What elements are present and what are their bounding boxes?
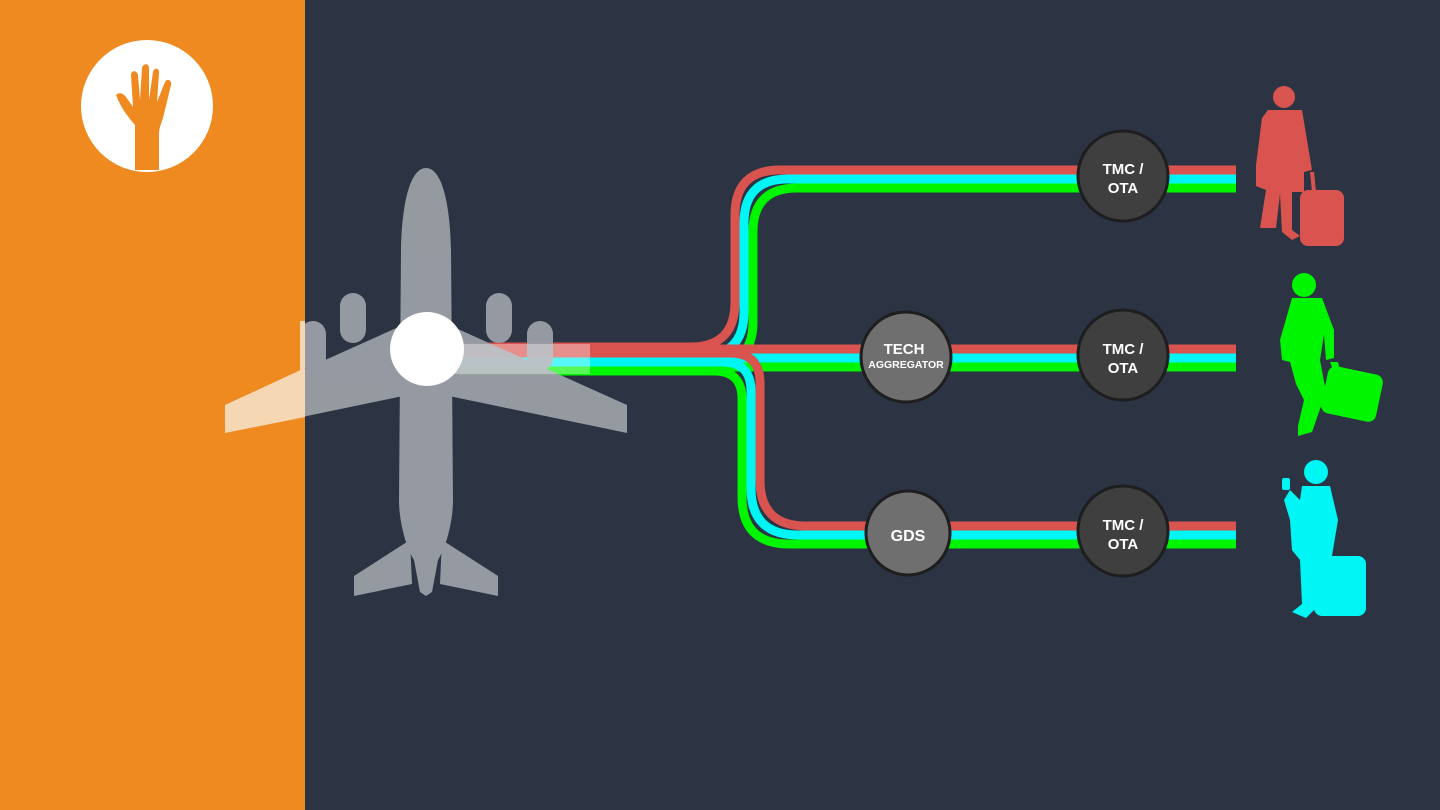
- engine-overlap: [300, 321, 305, 371]
- route-bottom-green: [460, 366, 1236, 549]
- node-tmc-top-line2: OTA: [1108, 180, 1139, 197]
- business-traveler-icon: [1256, 86, 1344, 246]
- phone-traveler-icon: [1282, 460, 1366, 618]
- node-gds-label: GDS: [891, 528, 926, 545]
- route-bottom-red: [460, 348, 1236, 531]
- node-tech-aggregator[interactable]: TECH AGGREGATOR: [859, 310, 953, 404]
- node-tmc-top[interactable]: TMC / OTA: [1076, 129, 1170, 223]
- node-tech-aggregator-line1: TECH: [884, 341, 925, 358]
- node-tmc-middle-line2: OTA: [1108, 360, 1139, 377]
- origin-beam: [450, 344, 590, 374]
- node-gds[interactable]: GDS: [864, 489, 952, 577]
- origin-glow: [390, 312, 464, 386]
- node-tmc-middle[interactable]: TMC / OTA: [1076, 308, 1170, 402]
- node-tech-aggregator-line2: AGGREGATOR: [868, 359, 944, 371]
- node-tmc-bottom-line2: OTA: [1108, 536, 1139, 553]
- walking-traveler-icon: [1280, 273, 1383, 436]
- node-tmc-top-line1: TMC /: [1103, 161, 1145, 178]
- node-tmc-middle-line1: TMC /: [1103, 341, 1145, 358]
- route-top-red: [460, 165, 1236, 352]
- wing-overlap: [225, 368, 305, 433]
- raised-hand-icon[interactable]: [81, 40, 213, 172]
- route-paths: [460, 165, 1236, 549]
- node-tmc-bottom-line1: TMC /: [1103, 517, 1145, 534]
- node-tmc-bottom[interactable]: TMC / OTA: [1076, 484, 1170, 578]
- route-bottom-cyan: [460, 357, 1236, 540]
